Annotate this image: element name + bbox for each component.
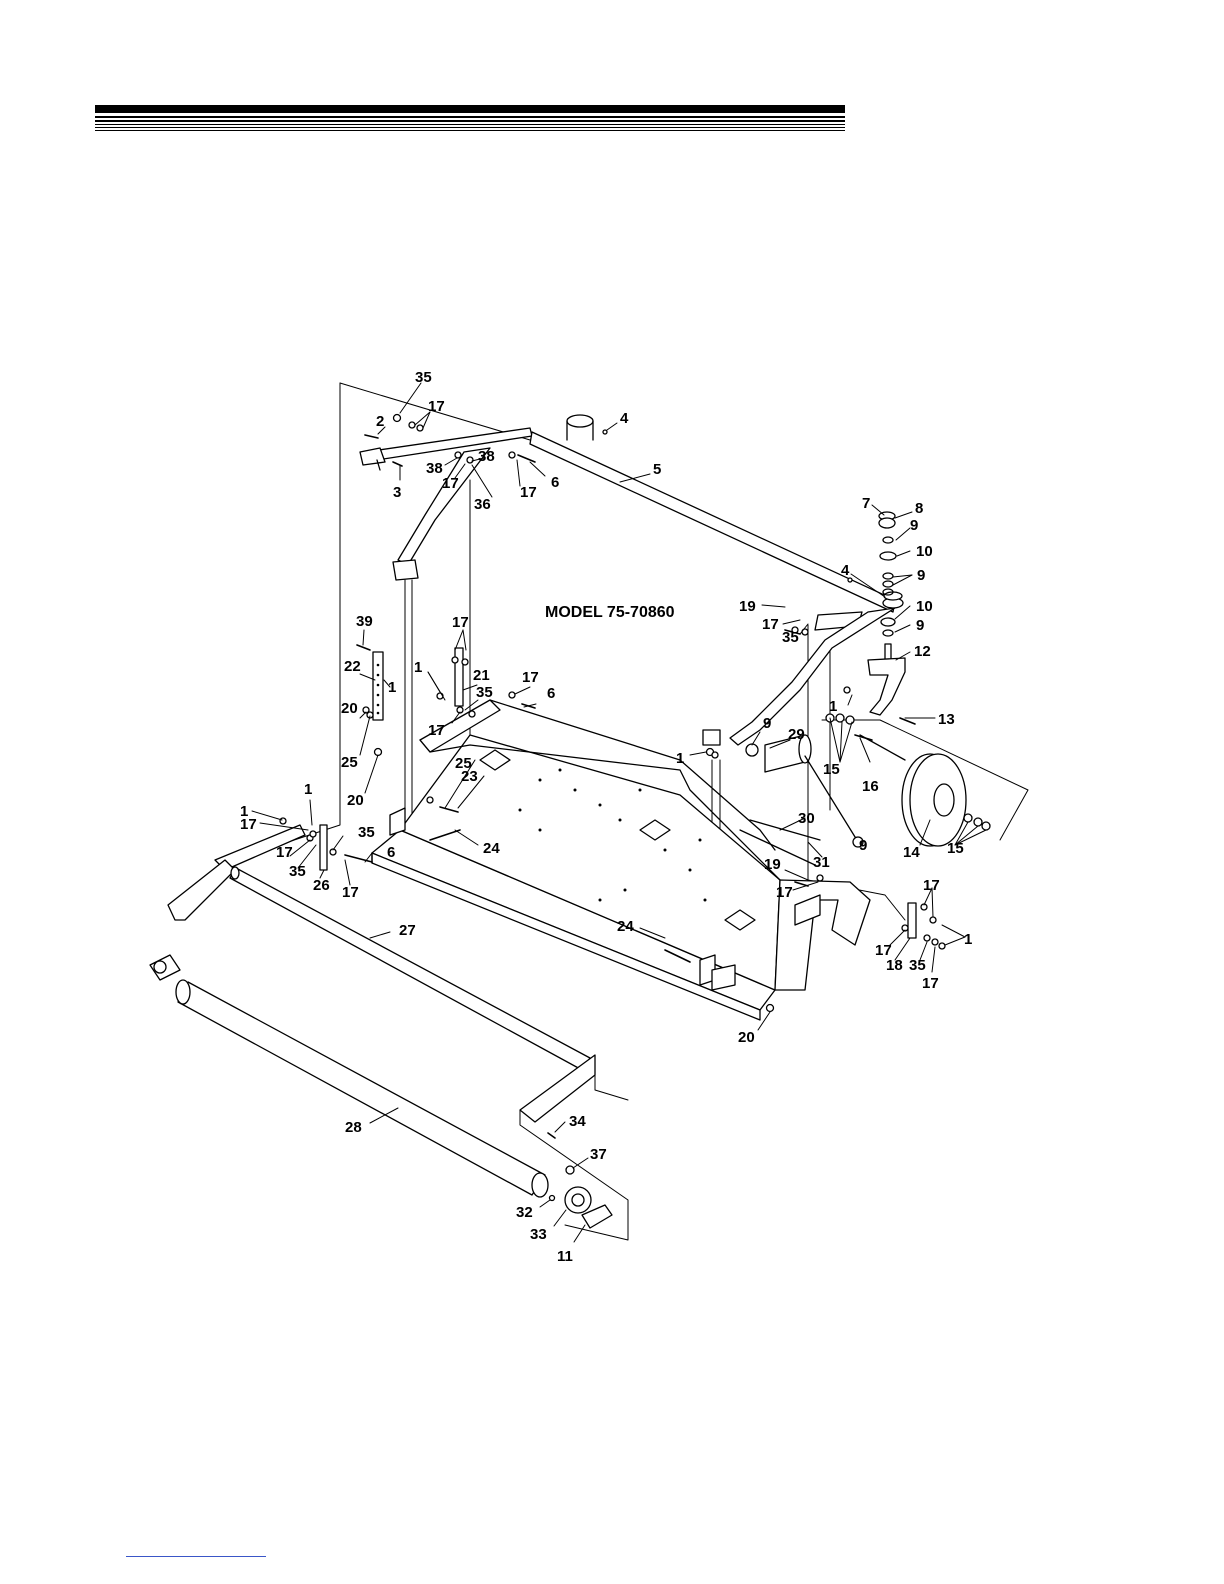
callout: 30 bbox=[798, 810, 815, 827]
roller bbox=[150, 955, 612, 1228]
callout: 17 bbox=[522, 669, 539, 686]
callout: 1 bbox=[414, 659, 422, 676]
callout: 12 bbox=[914, 643, 931, 660]
callout: 23 bbox=[461, 768, 478, 785]
callout: 36 bbox=[474, 496, 491, 513]
callout: 9 bbox=[763, 715, 771, 732]
callout: 9 bbox=[917, 567, 925, 584]
callout: 29 bbox=[788, 726, 805, 743]
callout: 3 bbox=[393, 484, 401, 501]
callout: 8 bbox=[915, 500, 923, 517]
callout: 17 bbox=[276, 844, 293, 861]
callout: 35 bbox=[358, 824, 375, 841]
callout: 20 bbox=[341, 700, 358, 717]
callout: 35 bbox=[415, 369, 432, 386]
callout: 38 bbox=[426, 460, 443, 477]
callout: 1 bbox=[964, 931, 972, 948]
callout: 1 bbox=[388, 679, 396, 696]
callout: 7 bbox=[862, 495, 870, 512]
callout: 35 bbox=[782, 629, 799, 646]
callout: 34 bbox=[569, 1113, 586, 1130]
callout: 20 bbox=[738, 1029, 755, 1046]
callout: 18 bbox=[886, 957, 903, 974]
callout: 6 bbox=[551, 474, 559, 491]
callout: 13 bbox=[938, 711, 955, 728]
callout: 16 bbox=[862, 778, 879, 795]
callout: 39 bbox=[356, 613, 373, 630]
callout: 28 bbox=[345, 1119, 362, 1136]
callout: 1 bbox=[304, 781, 312, 798]
callout: 11 bbox=[557, 1248, 573, 1265]
callout: 2 bbox=[376, 413, 384, 430]
callout: 35 bbox=[289, 863, 306, 880]
callout: 17 bbox=[342, 884, 359, 901]
callout: 15 bbox=[947, 840, 964, 857]
callout: 26 bbox=[313, 877, 330, 894]
callout: 9 bbox=[916, 617, 924, 634]
callout: 10 bbox=[916, 598, 933, 615]
callout: 17 bbox=[428, 398, 445, 415]
callout: 17 bbox=[762, 616, 779, 633]
callout: 6 bbox=[387, 844, 395, 861]
callout: 17 bbox=[428, 722, 445, 739]
callout: 20 bbox=[347, 792, 364, 809]
footer-link-rule bbox=[126, 1556, 266, 1557]
callout: 17 bbox=[776, 884, 793, 901]
callout: 5 bbox=[653, 461, 661, 478]
callout: 17 bbox=[923, 877, 940, 894]
callout: 4 bbox=[841, 562, 850, 579]
callout: 9 bbox=[859, 837, 867, 854]
callout: 1 bbox=[676, 750, 684, 767]
callout: 4 bbox=[620, 410, 629, 427]
model-label: MODEL 75-70860 bbox=[545, 604, 675, 621]
callout: 19 bbox=[739, 598, 756, 615]
callout: 17 bbox=[452, 614, 469, 631]
callout: 35 bbox=[909, 957, 926, 974]
callout: 15 bbox=[823, 761, 840, 778]
callout: 25 bbox=[341, 754, 358, 771]
callout: 17 bbox=[442, 475, 459, 492]
callout: 33 bbox=[530, 1226, 547, 1243]
callout: 17 bbox=[922, 975, 939, 992]
callout: 35 bbox=[476, 684, 493, 701]
callout: 24 bbox=[617, 918, 634, 935]
callout: 6 bbox=[547, 685, 555, 702]
callout: 17 bbox=[240, 816, 257, 833]
callout: 27 bbox=[399, 922, 416, 939]
caster-assembly bbox=[860, 512, 966, 846]
callout: 37 bbox=[590, 1146, 607, 1163]
callout: 32 bbox=[516, 1204, 533, 1221]
callout: 38 bbox=[478, 448, 495, 465]
callout: 21 bbox=[473, 667, 490, 684]
callout: 9 bbox=[910, 517, 918, 534]
callout: 22 bbox=[344, 658, 361, 675]
callout: 17 bbox=[520, 484, 537, 501]
callout: 31 bbox=[813, 854, 830, 871]
callout: 19 bbox=[764, 856, 781, 873]
callout: 10 bbox=[916, 543, 933, 560]
callout: 14 bbox=[903, 844, 920, 861]
callout: 24 bbox=[483, 840, 500, 857]
callout: 1 bbox=[829, 698, 837, 715]
